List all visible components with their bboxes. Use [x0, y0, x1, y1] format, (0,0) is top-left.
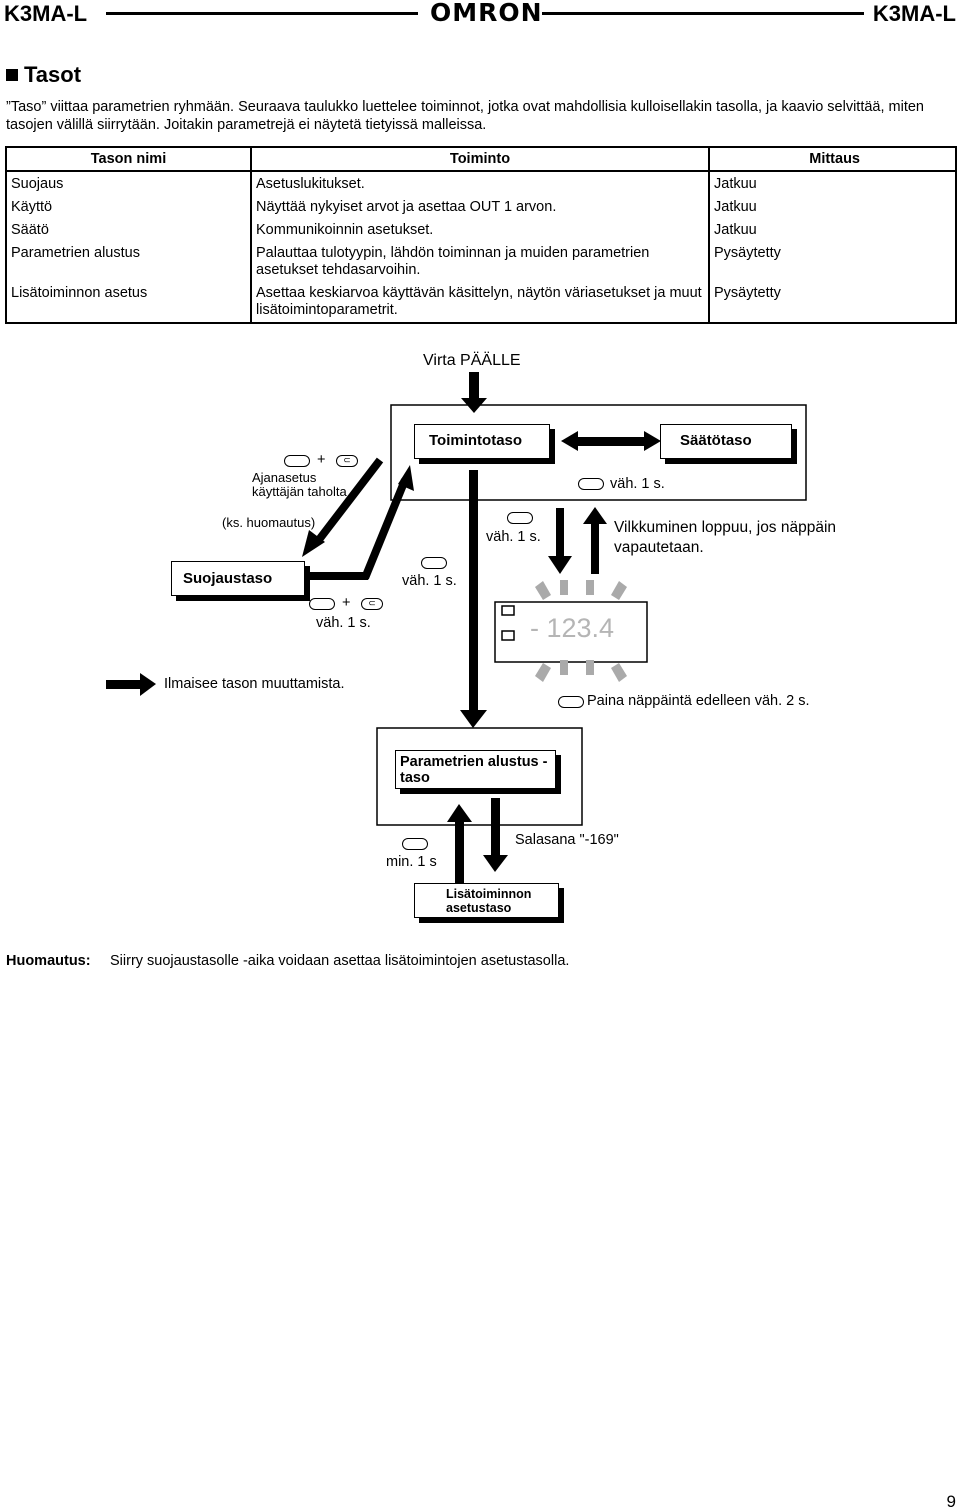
operation-level-box: Toimintotaso — [414, 424, 550, 459]
arrow-protection-to-operation — [308, 465, 414, 580]
page-number: 9 — [946, 1492, 956, 1511]
min-time-label: min. 1 s — [386, 854, 437, 870]
table-cell: Parametrien alustus — [5, 241, 252, 281]
plus-label: + — [342, 595, 351, 611]
table-row: Lisätoiminnon asetus Asettaa keskiarvoa … — [5, 281, 957, 324]
header-rule-right — [542, 12, 864, 15]
min-time-label: väh. 1 s. — [316, 615, 371, 631]
table-cell: Lisätoiminnon asetus — [5, 281, 252, 324]
display-led-top — [501, 605, 515, 616]
table-row: Suojaus Asetuslukitukset. Jatkuu — [5, 171, 957, 195]
see-note-label: (ks. huomautus) — [222, 515, 316, 530]
arrow-down-advanced — [483, 798, 508, 872]
adjustment-level-label: Säätötaso — [680, 432, 752, 449]
intro-paragraph: ”Taso” viittaa parametrien ryhmään. Seur… — [6, 99, 924, 133]
table-row: Käyttö Näyttää nykyiset arvot ja asettaa… — [5, 195, 957, 218]
arrow-up-init — [447, 804, 472, 888]
protection-level-label: Suojaustaso — [183, 570, 273, 587]
table-header: Toiminto — [250, 146, 710, 172]
legend-arrow-icon — [106, 673, 156, 696]
section-title-text: Tasot — [24, 62, 82, 87]
arrow-up-display — [583, 507, 607, 574]
header-rule-left — [106, 12, 418, 15]
display-led-bottom — [501, 630, 515, 641]
init-level-label: Parametrien alustus -taso — [400, 754, 548, 786]
arrow-legend-label: Ilmaisee tason muuttamista. — [164, 676, 345, 692]
table-row: Parametrien alustus Palauttaa tulotyypin… — [5, 241, 957, 281]
mode-key-icon — [309, 598, 335, 610]
double-arrow-horizontal — [561, 431, 661, 451]
table-cell: Käyttö — [5, 195, 252, 218]
blink-rays — [535, 580, 627, 682]
note-label: Huomautus: — [6, 953, 91, 969]
advanced-level-label: Lisätoiminnon asetustaso — [446, 887, 532, 915]
init-levels-frame — [376, 727, 583, 826]
table-cell: Suojaus — [5, 171, 252, 195]
power-on-arrow — [461, 372, 487, 413]
levels-table: Tason nimi Toiminto Mittaus Suojaus Aset… — [5, 146, 957, 324]
table-cell: Näyttää nykyiset arvot ja asettaa OUT 1 … — [250, 195, 710, 218]
hold-key-label: Paina näppäintä edelleen väh. 2 s. — [587, 693, 810, 709]
table-header-row: Tason nimi Toiminto Mittaus — [5, 146, 957, 172]
mode-key-icon — [402, 838, 428, 850]
mode-key-icon — [507, 512, 533, 524]
min-time-label: väh. 1 s. — [610, 476, 665, 492]
shift-key-icon: ⊂ — [336, 455, 358, 467]
protection-level-box: Suojaustaso — [171, 561, 305, 596]
advanced-level-box: Lisätoiminnon asetustaso — [414, 883, 559, 918]
table-cell: Säätö — [5, 218, 252, 241]
table-cell: Jatkuu — [708, 171, 957, 195]
table-cell: Asettaa keskiarvoa käyttävän käsittelyn,… — [250, 281, 710, 324]
table-cell: Palauttaa tulotyypin, lähdön toiminnan j… — [250, 241, 710, 281]
mode-key-icon — [558, 696, 584, 708]
arrow-down-display — [548, 508, 572, 574]
table-cell: Asetuslukitukset. — [250, 171, 710, 195]
min-time-label: väh. 1 s. — [486, 529, 541, 545]
plus-label: + — [317, 452, 326, 468]
init-level-box: Parametrien alustus -taso — [395, 750, 556, 789]
header-model-right: K3MA-L — [872, 1, 956, 26]
shift-key-icon: ⊂ — [361, 598, 383, 610]
arrow-to-protection — [302, 457, 384, 557]
section-title: Tasot — [6, 62, 81, 88]
table-cell: Jatkuu — [708, 195, 957, 218]
table-cell: Pysäytetty — [708, 281, 957, 324]
header-model-left: K3MA-L — [4, 1, 88, 26]
table-row: Säätö Kommunikoinnin asetukset. Jatkuu — [5, 218, 957, 241]
display-value: - 123.4 — [530, 613, 615, 643]
main-levels-frame — [390, 404, 807, 501]
table-cell: Kommunikoinnin asetukset. — [250, 218, 710, 241]
note-text: Siirry suojaustasolle -aika voidaan aset… — [110, 953, 570, 969]
table-header: Tason nimi — [5, 146, 252, 172]
mode-key-icon — [284, 455, 310, 467]
square-bullet-icon — [6, 69, 18, 81]
display-panel — [494, 601, 648, 663]
time-setting-label: Ajanasetus käyttäjän taholta — [252, 470, 347, 499]
operation-level-label: Toimintotaso — [429, 432, 523, 449]
password-label: Salasana "-169" — [515, 832, 619, 848]
min-time-label: väh. 1 s. — [402, 573, 457, 589]
table-cell: Jatkuu — [708, 218, 957, 241]
mode-key-icon — [578, 478, 604, 490]
omron-logo: OMRON — [430, 0, 543, 27]
arrow-to-init — [460, 470, 487, 728]
table-cell: Pysäytetty — [708, 241, 957, 281]
table-header: Mittaus — [708, 146, 957, 172]
power-on-label: Virta PÄÄLLE — [423, 352, 521, 369]
blink-note: Vilkkuminen loppuu, jos näppäin vapautet… — [614, 519, 837, 556]
adjustment-level-box: Säätötaso — [660, 424, 792, 459]
mode-key-icon — [421, 557, 447, 569]
